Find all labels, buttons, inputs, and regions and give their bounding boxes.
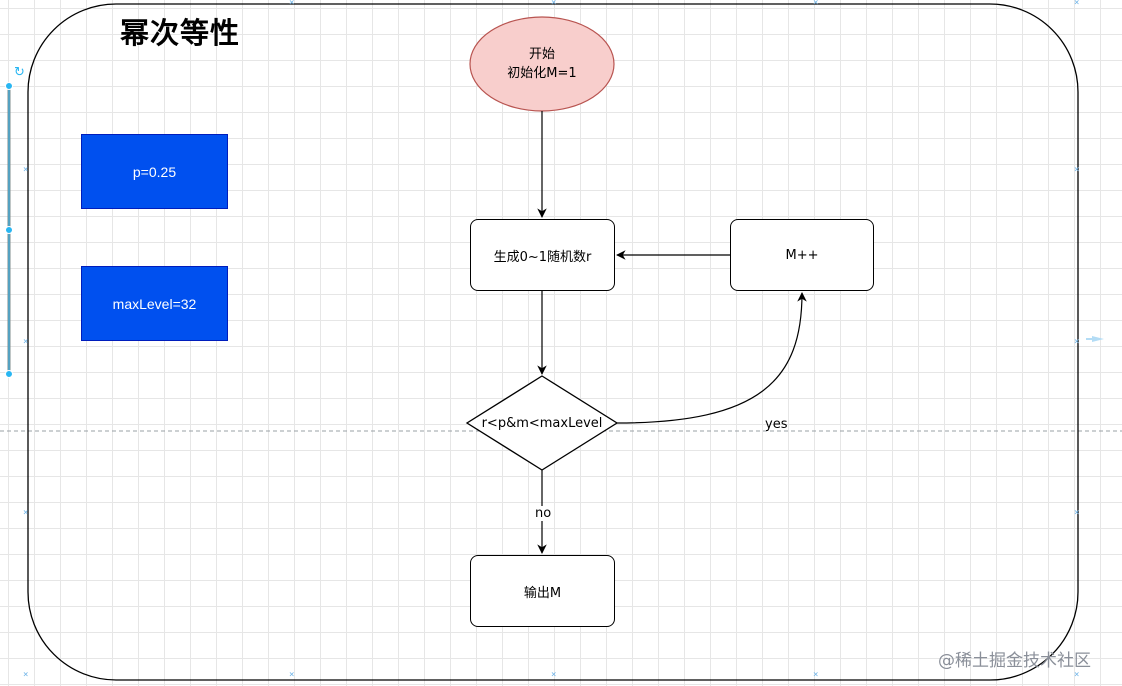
- connection-point-marker: ×: [1074, 337, 1080, 347]
- connection-point-marker: ×: [1074, 165, 1080, 175]
- condition-label: r<p&m<maxLevel: [481, 415, 603, 431]
- edge-label-yes[interactable]: yes: [765, 417, 788, 432]
- connection-point-marker: ×: [813, 670, 819, 680]
- connection-point-marker: ×: [1074, 0, 1080, 8]
- output-label: 输出M: [523, 585, 562, 601]
- connection-point-marker: ×: [1074, 670, 1080, 680]
- diagram-title[interactable]: 幂次等性: [120, 16, 241, 50]
- output-node[interactable]: 输出M: [470, 555, 615, 627]
- connection-point-marker: ×: [289, 0, 295, 8]
- connection-point-marker: ×: [23, 508, 29, 518]
- start-node-label-line1: 开始: [528, 47, 555, 62]
- connection-point-marker: ×: [23, 670, 29, 680]
- edge-condition-to-increment[interactable]: [616, 292, 807, 424]
- rotate-icon[interactable]: ↻: [14, 65, 25, 80]
- increment-node[interactable]: M++: [730, 219, 874, 291]
- start-node-label-line2: 初始化M=1: [507, 66, 577, 81]
- connection-point-marker: ×: [551, 670, 557, 680]
- generate-random-node[interactable]: 生成0~1随机数r: [470, 219, 615, 291]
- connection-point-marker: ×: [813, 0, 819, 8]
- watermark: @稀土掘金技术社区: [938, 651, 1091, 671]
- right-expand-arrow-icon[interactable]: [1092, 336, 1104, 342]
- increment-label: M++: [785, 247, 819, 263]
- edge-label-no[interactable]: no: [534, 506, 553, 521]
- param-p-box[interactable]: p=0.25: [81, 134, 228, 209]
- connection-point-marker: ×: [23, 337, 29, 347]
- param-maxlevel-box[interactable]: maxLevel=32: [81, 266, 228, 341]
- container-frame[interactable]: [27, 3, 1079, 681]
- connection-point-marker: ×: [23, 165, 29, 175]
- condition-node[interactable]: r<p&m<maxLevel: [467, 410, 617, 436]
- start-node[interactable]: 开始 初始化M=1: [470, 17, 614, 111]
- selection-handle-bottom[interactable]: [5, 370, 13, 378]
- generate-random-label: 生成0~1随机数r: [493, 249, 592, 265]
- selection-handle-top[interactable]: [5, 82, 13, 90]
- selection-handle-middle[interactable]: [5, 226, 13, 234]
- connection-point-marker: ×: [551, 0, 557, 8]
- connection-point-marker: ×: [289, 670, 295, 680]
- connection-point-marker: ×: [1074, 508, 1080, 518]
